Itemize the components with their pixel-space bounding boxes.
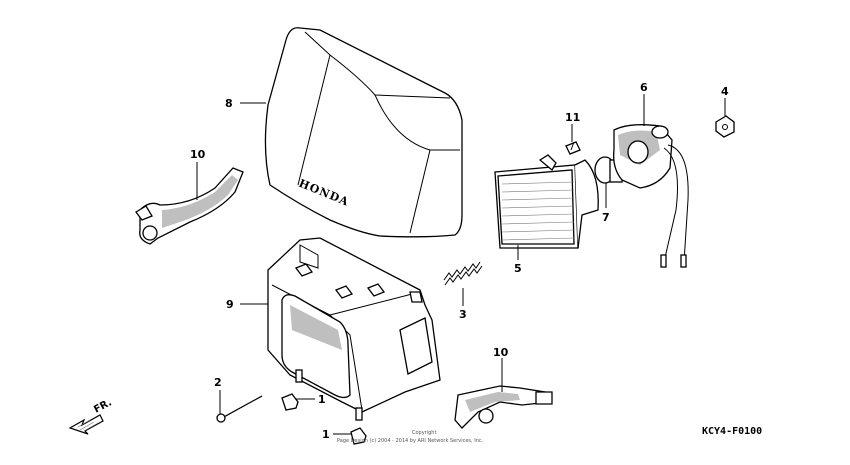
callout-9: 9: [226, 298, 234, 311]
visor-part-8[interactable]: HONDA: [264, 27, 463, 238]
headlight-stay-part-10b[interactable]: [454, 385, 553, 429]
copyright-line-2: Page Design (c) 2004 - 2014 by ARI Netwo…: [337, 438, 484, 444]
callout-5: 5: [514, 262, 522, 275]
callout-1-upper: 1: [318, 393, 326, 406]
callout-6: 6: [640, 81, 648, 94]
callout-2: 2: [214, 376, 222, 389]
screw-part-11[interactable]: [565, 141, 581, 155]
front-direction-arrow: FR.: [68, 397, 114, 435]
grommet-part-1a[interactable]: [281, 393, 299, 411]
grommet-part-1b[interactable]: [350, 427, 367, 445]
copyright-line-1: Copyright: [412, 430, 436, 436]
diagram-code: KCY4-F0100: [702, 426, 762, 437]
nut-part-4[interactable]: [715, 115, 735, 138]
callout-10-upper: 10: [190, 148, 206, 161]
callout-1-lower: 1: [322, 428, 330, 441]
callout-10-lower: 10: [493, 346, 509, 359]
headlight-case-part-9[interactable]: [267, 237, 441, 421]
spring-part-3[interactable]: [443, 261, 483, 286]
headlight-stay-part-10a[interactable]: [135, 167, 244, 245]
callout-3: 3: [459, 308, 467, 321]
callout-11: 11: [565, 111, 580, 124]
callout-8: 8: [225, 97, 233, 110]
socket-part-6[interactable]: [613, 124, 689, 268]
callout-4: 4: [721, 85, 729, 98]
bolt-part-2[interactable]: [216, 395, 263, 423]
headlight-unit-part-5[interactable]: [494, 154, 599, 249]
callout-7: 7: [602, 211, 610, 224]
leader-lines: [196, 94, 726, 435]
fr-label: FR.: [92, 397, 114, 415]
